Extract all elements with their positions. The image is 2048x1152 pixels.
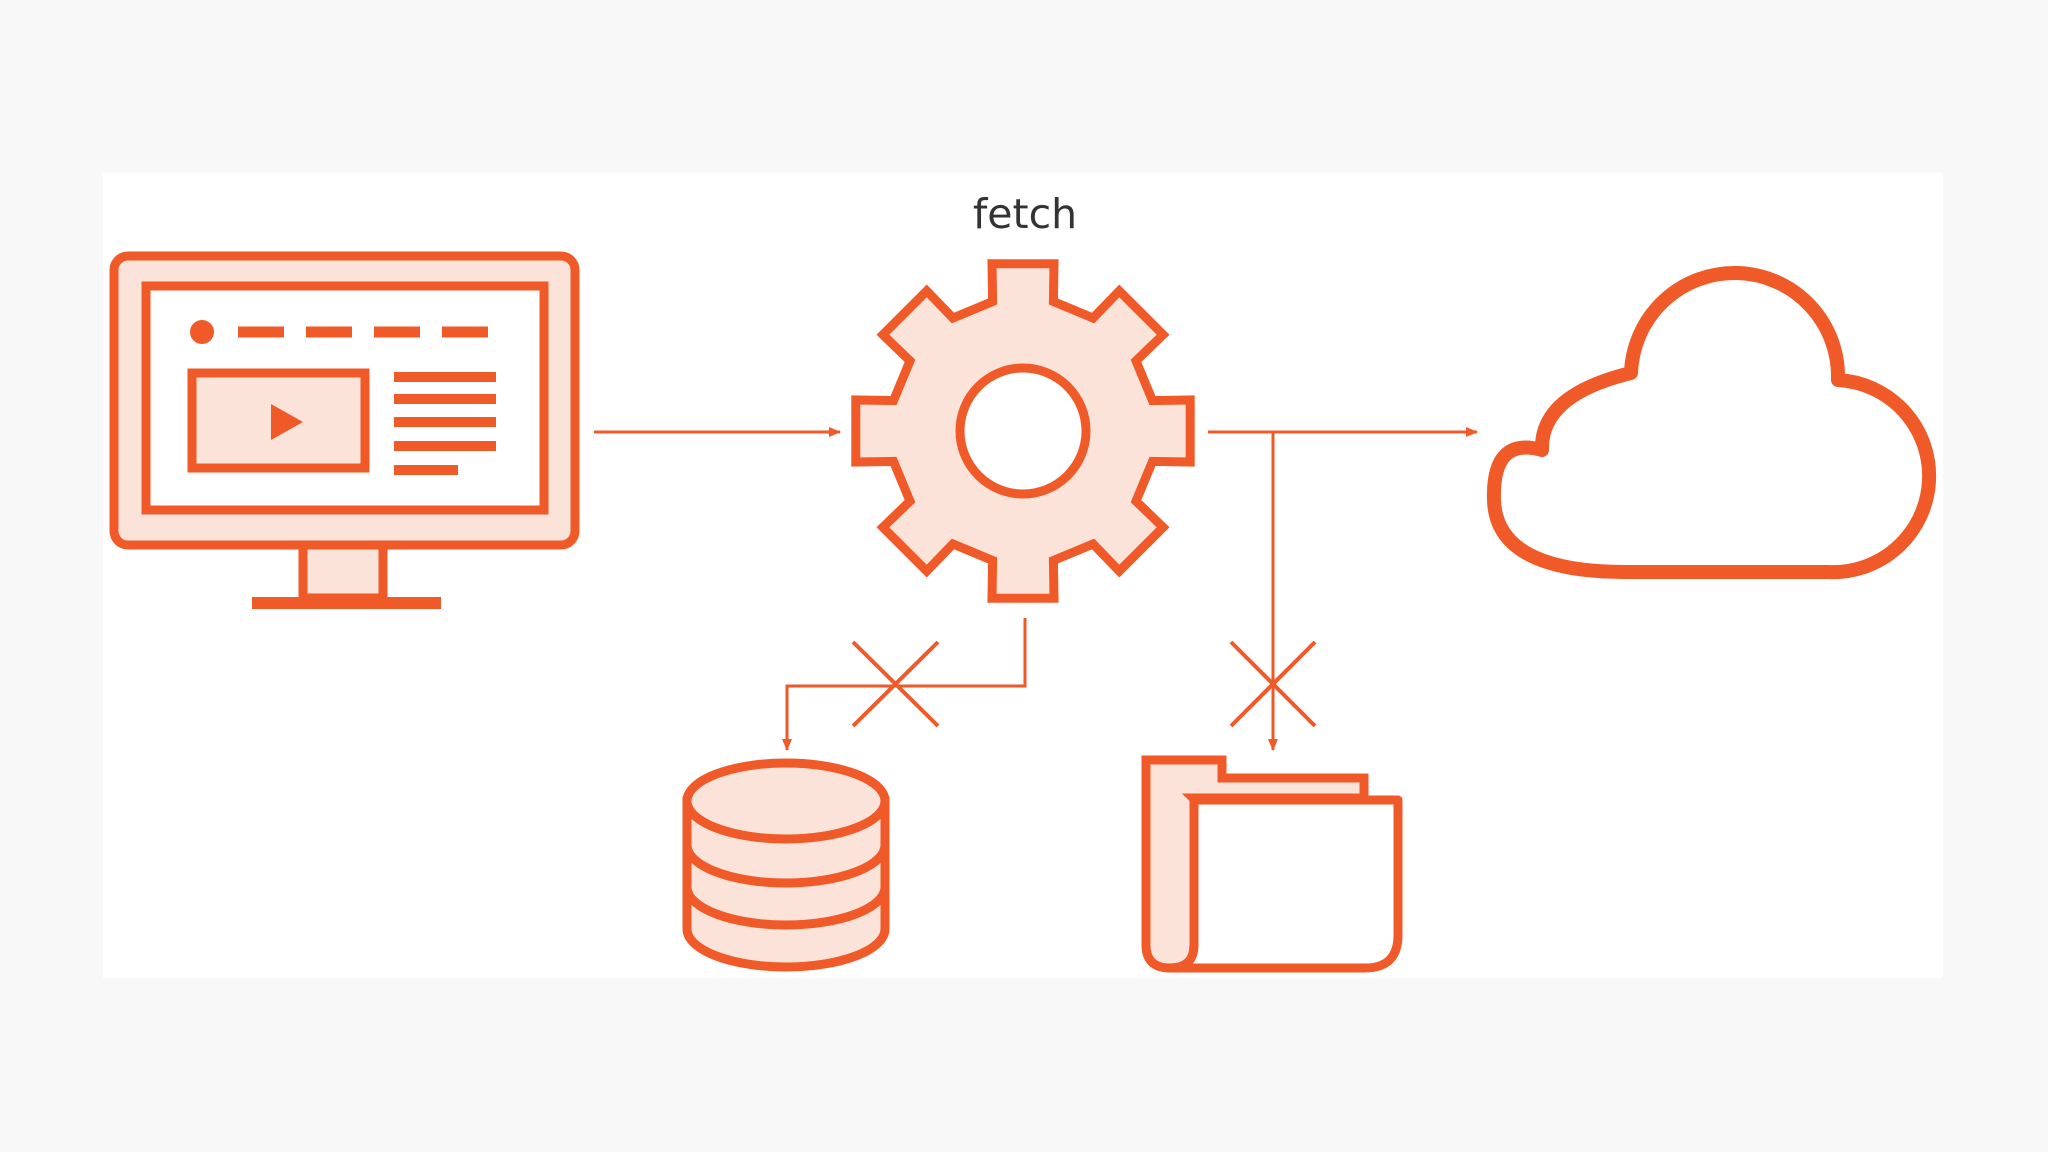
blocked-cross-icon bbox=[1229, 640, 1317, 728]
database-icon bbox=[682, 758, 890, 972]
blocked-cross-icon bbox=[851, 640, 940, 728]
edge-gear-to-database bbox=[782, 618, 1027, 751]
monitor-video-page-icon bbox=[109, 251, 580, 609]
gear-icon bbox=[851, 259, 1195, 603]
fetch-label: fetch bbox=[973, 190, 1077, 238]
cloud-icon bbox=[1486, 265, 1937, 580]
folder-icon bbox=[1141, 755, 1403, 973]
